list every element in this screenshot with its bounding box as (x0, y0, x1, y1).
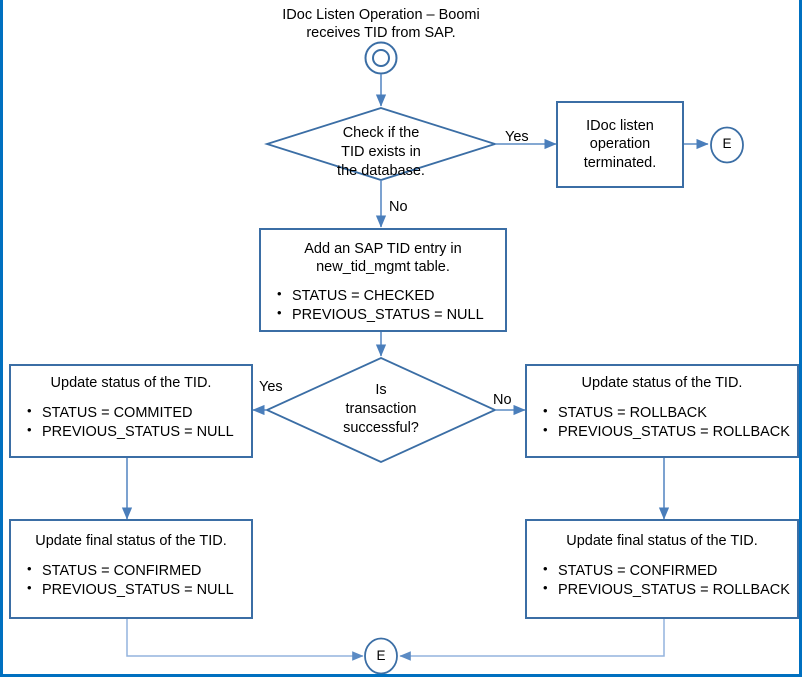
edge-final-left-to-connector (126, 619, 364, 661)
terminated-box-text: IDoc listen operation terminated. (558, 117, 682, 171)
edge-label-transaction-yes: Yes (259, 379, 283, 395)
add-entry-bullet-2: PREVIOUS_STATUS = NULL (275, 305, 499, 325)
diagram-title: IDoc Listen Operation – Boomi receives T… (254, 6, 508, 42)
final-left-bullets: STATUS = CONFIRMED PREVIOUS_STATUS = NUL… (11, 561, 251, 600)
terminated-line-2: operation (589, 136, 651, 153)
flowchart-connectors-layer (121, 41, 744, 674)
final-right-bullets: STATUS = CONFIRMED PREVIOUS_STATUS = ROL… (527, 561, 797, 600)
diagram-title-text: IDoc Listen Operation – Boomi receives T… (282, 7, 480, 42)
update-left-box[interactable]: Update status of the TID. STATUS = COMMI… (9, 364, 253, 458)
terminated-line-1: IDoc listen (586, 118, 654, 135)
decision-transaction-shape (264, 357, 498, 463)
update-left-bullet-2: PREVIOUS_STATUS = NULL (25, 422, 245, 442)
start-node-icon (364, 41, 398, 75)
add-entry-box[interactable]: Add an SAP TID entry in new_tid_mgmt tab… (259, 228, 507, 332)
final-right-bullet-1: STATUS = CONFIRMED (541, 561, 791, 581)
update-right-title: Update status of the TID. (581, 375, 743, 391)
update-left-bullet-1: STATUS = COMMITED (25, 403, 245, 423)
add-entry-title-line-1: Add an SAP TID entry in (304, 241, 462, 257)
edge-label-transaction-no: No (493, 392, 512, 408)
add-entry-title: Add an SAP TID entry in new_tid_mgmt tab… (261, 241, 505, 276)
update-right-box[interactable]: Update status of the TID. STATUS = ROLLB… (525, 364, 799, 458)
terminated-line-3: terminated. (583, 154, 657, 171)
add-entry-bullet-1: STATUS = CHECKED (275, 286, 499, 306)
update-right-bullet-1: STATUS = ROLLBACK (541, 403, 791, 423)
final-right-title: Update final status of the TID. (566, 533, 758, 549)
final-left-box[interactable]: Update final status of the TID. STATUS =… (9, 519, 253, 619)
add-entry-bullets: STATUS = CHECKED PREVIOUS_STATUS = NULL (261, 286, 505, 325)
connector-e-bottom-shape (364, 637, 398, 674)
final-left-bullet-1: STATUS = CONFIRMED (25, 561, 245, 581)
edge-final-right-to-connector (399, 619, 665, 661)
final-left-bullet-2: PREVIOUS_STATUS = NULL (25, 580, 245, 600)
update-left-bullets: STATUS = COMMITED PREVIOUS_STATUS = NULL (11, 403, 251, 442)
update-right-bullets: STATUS = ROLLBACK PREVIOUS_STATUS = ROLL… (527, 403, 797, 442)
decision-check-shape (264, 107, 498, 181)
final-right-bullet-2: PREVIOUS_STATUS = ROLLBACK (541, 580, 791, 600)
final-right-box[interactable]: Update final status of the TID. STATUS =… (525, 519, 799, 619)
add-entry-title-line-2: new_tid_mgmt table. (316, 258, 450, 275)
final-left-title: Update final status of the TID. (35, 533, 227, 549)
edge-label-check-yes: Yes (505, 129, 529, 145)
edge-label-check-no: No (389, 199, 408, 215)
update-right-bullet-2: PREVIOUS_STATUS = ROLLBACK (541, 422, 791, 442)
terminated-box[interactable]: IDoc listen operation terminated. (556, 101, 684, 188)
update-left-title: Update status of the TID. (50, 375, 212, 391)
connector-e-top-right-shape (710, 126, 744, 164)
